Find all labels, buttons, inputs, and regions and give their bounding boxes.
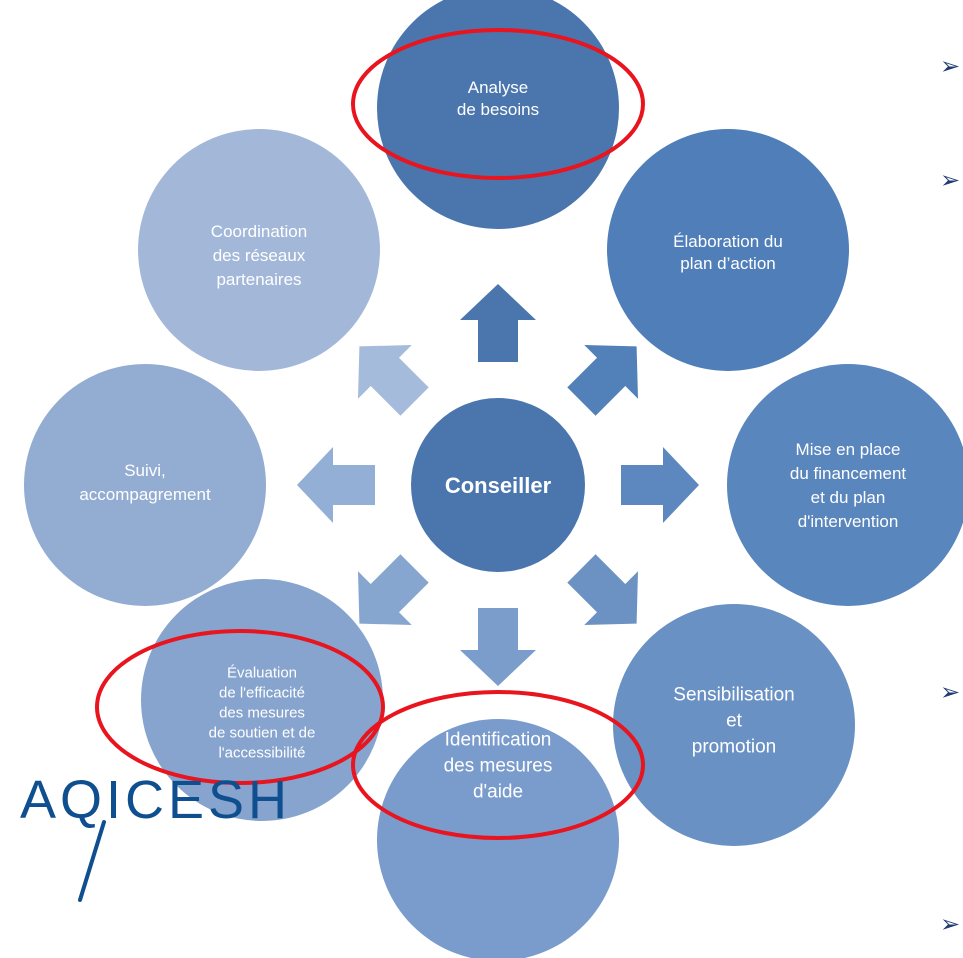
highlight-ring-identification bbox=[351, 690, 645, 840]
center-circle bbox=[411, 398, 585, 572]
node-label-line: des mesures bbox=[444, 756, 553, 777]
arrow-down bbox=[460, 608, 536, 686]
node-label-line: accompagrement bbox=[79, 485, 211, 504]
node-suivi: Suivi, accompagrement bbox=[24, 364, 266, 606]
node-financement: Mise en place du financement et du plan d'i… bbox=[727, 364, 963, 606]
node-circle-elaboration bbox=[607, 129, 849, 371]
node-label-line: Identification bbox=[445, 730, 552, 751]
node-analyse: Analyse de besoins bbox=[377, 0, 619, 229]
node-label-line: de l'efficacité bbox=[219, 684, 305, 701]
aqicesh-logo: AQICESH bbox=[20, 770, 291, 902]
arrow-left bbox=[297, 447, 375, 523]
node-coordination: Coordination des réseaux partenaires bbox=[138, 129, 380, 371]
arrow-up bbox=[460, 284, 536, 362]
center-hub: Conseiller bbox=[411, 398, 585, 572]
logo-text: AQICESH bbox=[20, 770, 291, 830]
node-label-line: Sensibilisation bbox=[673, 685, 794, 706]
node-label-line: Coordination bbox=[211, 222, 307, 241]
magnifier-handle-icon bbox=[78, 820, 106, 902]
bullet-arrow-icon: ➢ bbox=[940, 678, 960, 706]
node-label-line: d'intervention bbox=[798, 512, 899, 531]
node-circle-financement bbox=[727, 364, 963, 606]
node-circle-coordination bbox=[138, 129, 380, 371]
node-label-line: et du plan bbox=[811, 488, 886, 507]
node-elaboration: Élaboration du plan d’action bbox=[607, 129, 849, 371]
node-label-line: de soutien et de bbox=[209, 724, 316, 741]
bullet-arrow-icon: ➢ bbox=[940, 910, 960, 938]
node-label-line: l'accessibilité bbox=[218, 744, 305, 761]
node-label-line: Suivi, bbox=[124, 461, 166, 480]
node-label-line: des mesures bbox=[219, 704, 305, 721]
node-label-line: d'aide bbox=[473, 782, 523, 803]
node-label-line: Évaluation bbox=[227, 664, 297, 681]
bullet-arrow-icon: ➢ bbox=[940, 52, 960, 80]
arrow-up-left bbox=[357, 344, 429, 416]
node-label-line: du financement bbox=[790, 464, 907, 483]
node-label-line: plan d’action bbox=[680, 254, 775, 273]
arrow-down-left bbox=[357, 554, 429, 626]
bullet-arrow-icon: ➢ bbox=[940, 166, 960, 194]
arrow-right bbox=[621, 447, 699, 523]
node-circle-evaluation bbox=[141, 579, 383, 821]
highlight-ring-analyse bbox=[351, 28, 645, 180]
node-label-line: Élaboration du bbox=[673, 232, 783, 251]
node-evaluation: Évaluation de l'efficacité des mesures de s… bbox=[141, 579, 383, 821]
node-label-line: de besoins bbox=[457, 100, 539, 119]
node-circle-suivi bbox=[24, 364, 266, 606]
highlight-ring-evaluation bbox=[95, 629, 385, 785]
node-label-line: promotion bbox=[692, 737, 777, 758]
arrow-up-right bbox=[567, 344, 639, 416]
node-label-line: et bbox=[726, 711, 743, 732]
node-label-line: des réseaux bbox=[213, 246, 306, 265]
node-label-line: Analyse bbox=[468, 78, 528, 97]
node-label-line: Mise en place bbox=[796, 440, 901, 459]
node-label-line: partenaires bbox=[216, 270, 301, 289]
node-sensibilisation: Sensibilisation et promotion bbox=[613, 604, 855, 846]
arrow-down-right bbox=[567, 554, 639, 626]
node-circle-sensibilisation bbox=[613, 604, 855, 846]
center-label: Conseiller bbox=[445, 473, 552, 498]
